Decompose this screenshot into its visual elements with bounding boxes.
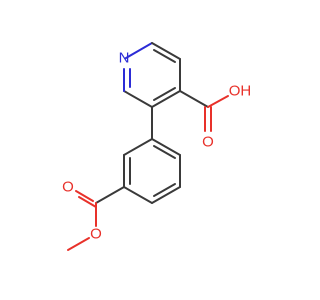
molecule-structure-diagram: N OH O O O bbox=[62, 42, 251, 251]
bond-cester-o-double-a bbox=[75, 190, 94, 202]
bond-c2-c3 bbox=[151, 42, 181, 60]
bond-b5-cester bbox=[95, 186, 125, 204]
nitrogen-atom-label: N bbox=[119, 50, 130, 67]
bond-b1-b2-inner bbox=[153, 145, 176, 159]
bond-oether-methyl bbox=[67, 237, 90, 251]
bond-n-c2 bbox=[125, 42, 153, 59]
bond-cester-o-double-b bbox=[78, 196, 97, 208]
ester-ether-oxygen-label: O bbox=[90, 226, 102, 243]
bond-b3-b4 bbox=[151, 186, 181, 204]
bond-c4-c5 bbox=[151, 90, 181, 108]
bond-cacid-oh bbox=[207, 95, 229, 108]
bond-c4-c5-inner bbox=[153, 87, 176, 101]
ester-carbonyl-oxygen-label: O bbox=[62, 179, 74, 196]
bond-b3-b4-inner bbox=[153, 183, 176, 197]
bond-c5-c6 bbox=[123, 90, 153, 108]
bond-b6-b1 bbox=[123, 138, 153, 156]
bond-b4-b5 bbox=[123, 186, 153, 204]
bond-b1-b2 bbox=[151, 138, 181, 156]
bond-c2-c3-inner bbox=[153, 49, 176, 63]
bond-layer bbox=[67, 42, 229, 251]
atom-label-layer: N OH O O O bbox=[62, 50, 251, 243]
bond-c4-cacid bbox=[179, 90, 209, 108]
acid-hydroxyl-label: OH bbox=[229, 83, 252, 100]
acid-carbonyl-oxygen-label: O bbox=[202, 134, 214, 151]
